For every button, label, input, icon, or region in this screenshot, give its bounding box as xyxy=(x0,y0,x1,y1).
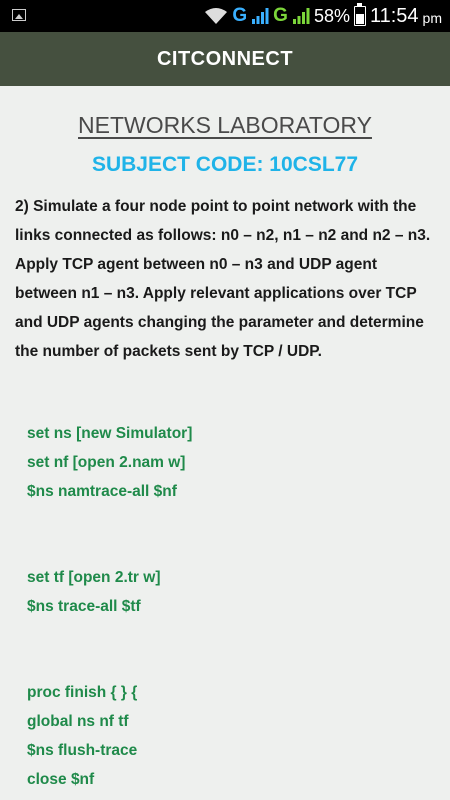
code-line: $ns namtrace-all $nf xyxy=(27,483,177,500)
content-area[interactable]: NETWORKS LABORATORY SUBJECT CODE: 10CSL7… xyxy=(0,86,450,800)
code-line: $ns flush-trace xyxy=(27,742,138,759)
subject-code: SUBJECT CODE: 10CSL77 xyxy=(91,153,359,176)
code-line: set nf [open 2.nam w] xyxy=(27,454,186,471)
network-type-label: G xyxy=(232,5,248,26)
code-line: $ns trace-all $tf xyxy=(27,598,141,615)
app-title: CITCONNECT xyxy=(156,47,294,70)
app-bar: CITCONNECT xyxy=(0,32,450,86)
question-text: 2) Simulate a four node point to point n… xyxy=(15,198,431,360)
battery-icon xyxy=(353,3,366,26)
code-line: close $nf xyxy=(27,771,95,788)
signal-icon xyxy=(252,8,269,24)
clock-ampm: pm xyxy=(422,9,442,26)
code-line: set tf [open 2.tr w] xyxy=(27,569,161,586)
code-line: set ns [new Simulator] xyxy=(27,425,193,442)
clock-time: 11:54 xyxy=(369,4,419,27)
code-line: proc finish { } { xyxy=(27,684,138,701)
battery-percent: 58% xyxy=(313,5,350,26)
status-bar: G G 58% 11:54 pm xyxy=(0,0,450,32)
gallery-notification-icon xyxy=(12,9,26,21)
status-icons: G G 58% 11:54 pm xyxy=(204,0,442,32)
wifi-icon xyxy=(205,8,228,24)
lab-title: NETWORKS LABORATORY xyxy=(78,112,372,138)
code-line: global ns nf tf xyxy=(27,713,129,730)
network-type-label-2: G xyxy=(273,5,288,26)
signal-icon-2 xyxy=(292,8,310,24)
